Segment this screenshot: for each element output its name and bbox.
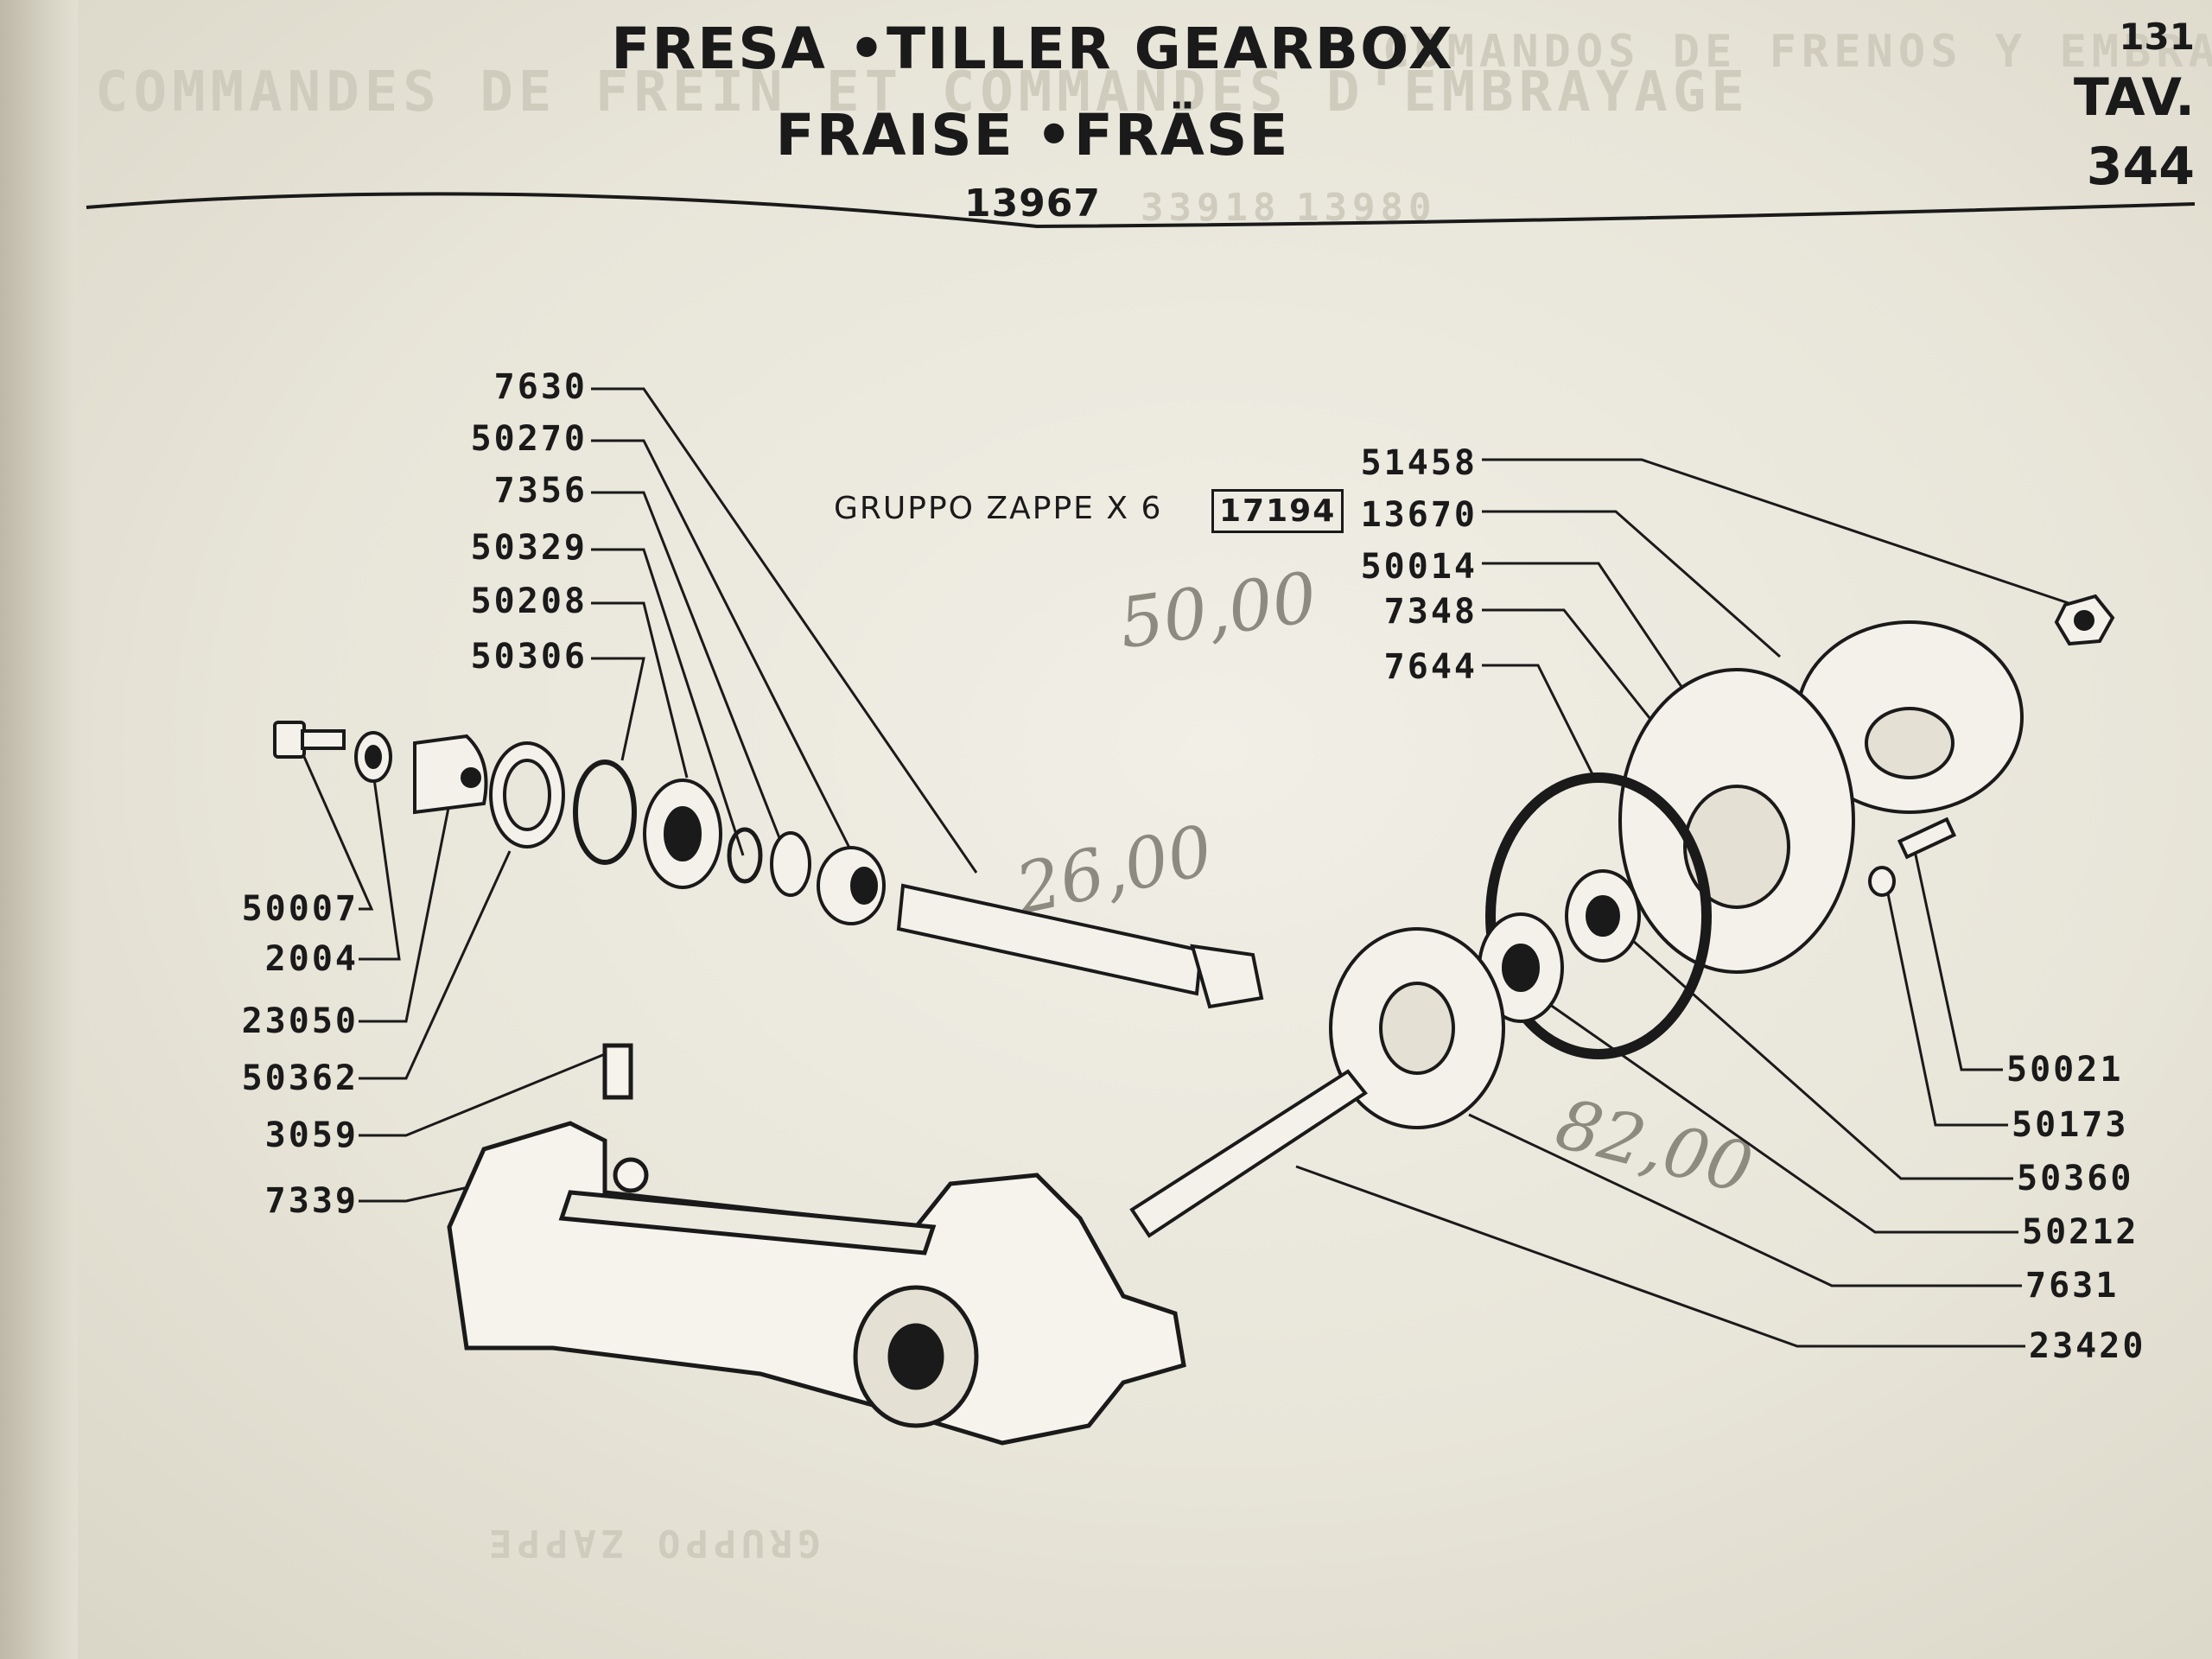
- gasket: [1485, 772, 1712, 1059]
- part-label: 50208: [470, 582, 588, 621]
- part-label: 50329: [470, 528, 588, 568]
- leader-line: [296, 742, 374, 911]
- leader-line: [591, 657, 645, 761]
- part-label: 50014: [1360, 547, 1478, 587]
- part-label: 51458: [1360, 443, 1478, 483]
- book-spine: [0, 0, 78, 1659]
- bolt: [1897, 817, 1957, 860]
- part-label: 7348: [1383, 592, 1478, 632]
- part-label: 50306: [470, 637, 588, 677]
- page-title-line2: FRAISE •FRÄSE: [775, 102, 1290, 168]
- ghost-ref-1: 33918: [1141, 186, 1281, 230]
- assembly-code: 13967: [963, 181, 1102, 226]
- leader-line: [1482, 664, 1596, 779]
- part-label: 7631: [2025, 1266, 2120, 1306]
- leader-line: [1482, 510, 1781, 658]
- leader-line: [359, 1052, 606, 1137]
- part-label: 23420: [2029, 1326, 2146, 1366]
- ghost-text-line2: COMANDOS DE FRENOS Y EMBRAGUE: [1382, 26, 2212, 78]
- part-label: 3059: [264, 1116, 359, 1155]
- leader-line: [591, 548, 745, 856]
- group-code-box: 17194: [1211, 489, 1344, 533]
- group-label: GRUPPO ZAPPE X 6: [834, 491, 1163, 526]
- leader-line: [1482, 608, 1678, 753]
- leader-line: [359, 803, 451, 1023]
- output-shaft: [1129, 1069, 1368, 1238]
- part-label: 2004: [264, 939, 359, 979]
- vent-plug: [602, 1043, 633, 1100]
- left-shaft-parts: [273, 721, 1264, 1009]
- leader-line: [359, 850, 512, 1080]
- leader-line: [591, 439, 853, 852]
- leader-line: [591, 387, 978, 874]
- part-label: 7630: [493, 367, 588, 407]
- coupling: [413, 734, 488, 815]
- pinion-gear: [1190, 944, 1264, 1009]
- spacer-ring: [770, 831, 811, 897]
- leader-line: [591, 601, 689, 779]
- bolt-shank: [301, 729, 346, 750]
- part-label: 50362: [241, 1058, 359, 1098]
- page-title-line1: FRESA •TILLER GEARBOX: [611, 16, 1454, 82]
- part-label: 7644: [1383, 647, 1478, 687]
- part-label: 50270: [470, 419, 588, 459]
- part-label: 7339: [264, 1181, 359, 1221]
- ghost-text-line1: COMMANDES DE FREIN ET COMMANDES D'EMBRAY…: [95, 60, 1750, 124]
- leader-line: [1882, 872, 2008, 1127]
- part-label: 7356: [493, 471, 588, 511]
- right-side-parts: [1129, 594, 2115, 1238]
- bolt-head: [273, 721, 306, 759]
- leader-line: [359, 760, 401, 961]
- leader-line: [591, 491, 788, 856]
- splined-shaft: [896, 883, 1204, 996]
- leader-line: [1546, 1001, 2018, 1234]
- part-label: 50007: [241, 889, 359, 929]
- leader-line: [1468, 1113, 2022, 1287]
- leader-line: [1482, 458, 2075, 607]
- part-label: 23050: [241, 1001, 359, 1041]
- snap-ring: [727, 827, 763, 884]
- washer: [1868, 866, 1896, 897]
- tav-number: 344: [2086, 137, 2195, 197]
- part-label: 50173: [2012, 1105, 2129, 1145]
- header-rule: [86, 192, 2196, 229]
- leader-line: [1295, 1165, 2025, 1348]
- tav-label: TAV.: [2073, 67, 2195, 128]
- page-number: 131: [2119, 16, 2195, 58]
- part-label: 50212: [2022, 1212, 2139, 1252]
- part-label: 13670: [1360, 495, 1478, 535]
- gearbox-housing: [447, 1043, 1186, 1446]
- leader-line: [1912, 846, 2003, 1071]
- part-label: 50021: [2006, 1050, 2124, 1090]
- part-label: 50360: [2017, 1159, 2134, 1198]
- circlip: [573, 760, 637, 865]
- leader-line: [1624, 931, 2013, 1180]
